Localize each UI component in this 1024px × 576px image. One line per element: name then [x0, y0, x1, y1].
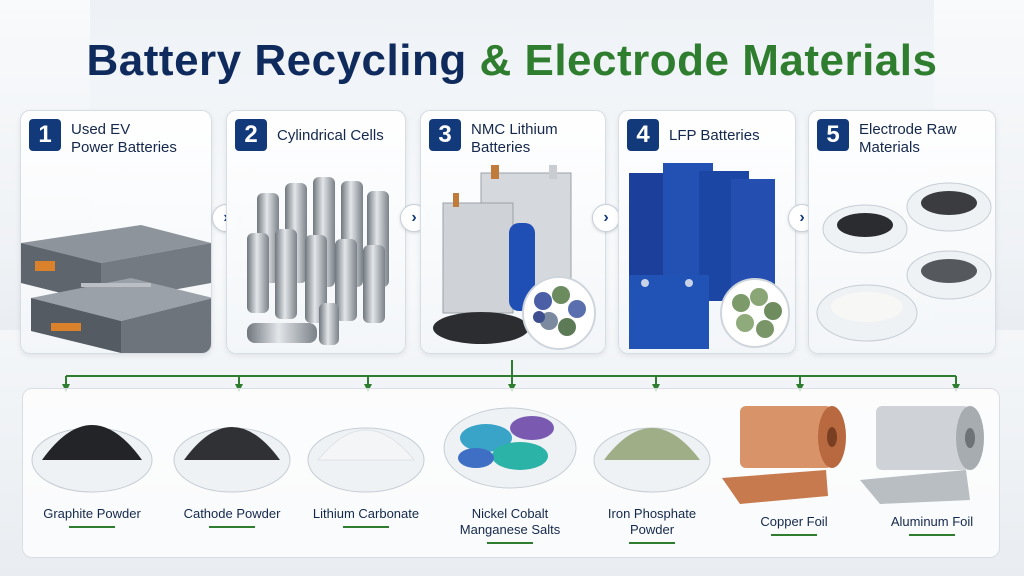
aluminum-foil-roll	[860, 406, 984, 504]
material-label-line1: Nickel Cobalt	[471, 506, 549, 521]
material-underline	[69, 526, 115, 528]
step-number-badge: 5	[817, 119, 849, 151]
step-title-line2: Power Batteries	[71, 139, 177, 156]
step-title-line2: Batteries	[471, 139, 531, 156]
step-title: LFP Batteries	[669, 127, 789, 145]
material-label-line1: Iron Phosphate	[607, 506, 697, 521]
material-label-graphite-powder: Graphite Powder	[22, 506, 162, 522]
raw-materials-dishes-illustration	[816, 182, 992, 342]
material-label-lithium-carbonate: Lithium Carbonate	[296, 506, 436, 522]
material-underline	[629, 542, 675, 544]
page-title: Battery Recycling & Electrode Materials	[0, 36, 1024, 86]
material-underline	[909, 534, 955, 536]
material-label-line2: Manganese Salts	[459, 522, 561, 537]
step-title-line1: NMC Lithium	[471, 121, 558, 138]
material-label-line2: Powder	[629, 522, 675, 537]
step-title: NMC Lithium Batteries	[471, 121, 599, 157]
nickel-cobalt-manganese-salts-dish	[443, 407, 577, 489]
nmc-battery-illustration	[433, 165, 596, 350]
material-underline	[209, 526, 255, 528]
step-card-electrode-raw-materials: 5 Electrode Raw Materials	[808, 110, 996, 354]
material-label-nickel-cobalt-manganese-salts: Nickel Cobalt Manganese Salts	[440, 506, 580, 538]
material-label-line1: Copper Foil	[760, 514, 828, 529]
cathode-powder-dish	[173, 427, 291, 493]
step-title-line1: Cylindrical Cells	[277, 127, 384, 144]
material-label-iron-phosphate-powder: Iron Phosphate Powder	[582, 506, 722, 538]
title-part-navy: Battery Recycling	[86, 36, 467, 85]
material-label-line1: Graphite Powder	[43, 506, 141, 521]
copper-foil-roll	[722, 406, 846, 504]
lfp-battery-illustration	[629, 163, 790, 349]
material-label-copper-foil: Copper Foil	[724, 514, 864, 530]
material-underline	[487, 542, 533, 544]
step-title: Used EV Power Batteries	[71, 121, 205, 157]
material-label-aluminum-foil: Aluminum Foil	[862, 514, 1002, 530]
step-number-badge: 3	[429, 119, 461, 151]
step-number-badge: 2	[235, 119, 267, 151]
material-label-line1: Lithium Carbonate	[312, 506, 420, 521]
step-card-used-ev-batteries: 1 Used EV Power Batteries	[20, 110, 212, 354]
battery-pack-illustration	[21, 225, 211, 353]
lithium-carbonate-dish	[307, 427, 425, 493]
chevron-right-icon: ›	[592, 204, 620, 232]
step-title-line1: LFP Batteries	[669, 127, 760, 144]
step-title-line1: Used EV	[71, 121, 131, 138]
step-title: Cylindrical Cells	[277, 127, 399, 145]
title-part-green: & Electrode Materials	[479, 36, 938, 85]
step-card-cylindrical-cells: 2 Cylindrical Cells	[226, 110, 406, 354]
step-title: Electrode Raw Materials	[859, 121, 989, 157]
step-number-badge: 1	[29, 119, 61, 151]
material-underline	[771, 534, 817, 536]
step-card-lfp-batteries: 4 LFP Batteries	[618, 110, 796, 354]
step-title-line1: Electrode Raw	[859, 121, 957, 138]
material-label-line1: Cathode Powder	[183, 506, 281, 521]
iron-phosphate-powder-dish	[593, 427, 711, 493]
material-underline	[343, 526, 389, 528]
graphite-powder-dish	[31, 425, 153, 493]
material-label-line1: Aluminum Foil	[890, 514, 974, 529]
step-card-nmc-lithium-batteries: 3 NMC Lithium Batteries	[420, 110, 606, 354]
step-title-line2: Materials	[859, 139, 920, 156]
step-number-badge: 4	[627, 119, 659, 151]
cylindrical-cells-illustration	[247, 177, 389, 345]
material-label-cathode-powder: Cathode Powder	[162, 506, 302, 522]
